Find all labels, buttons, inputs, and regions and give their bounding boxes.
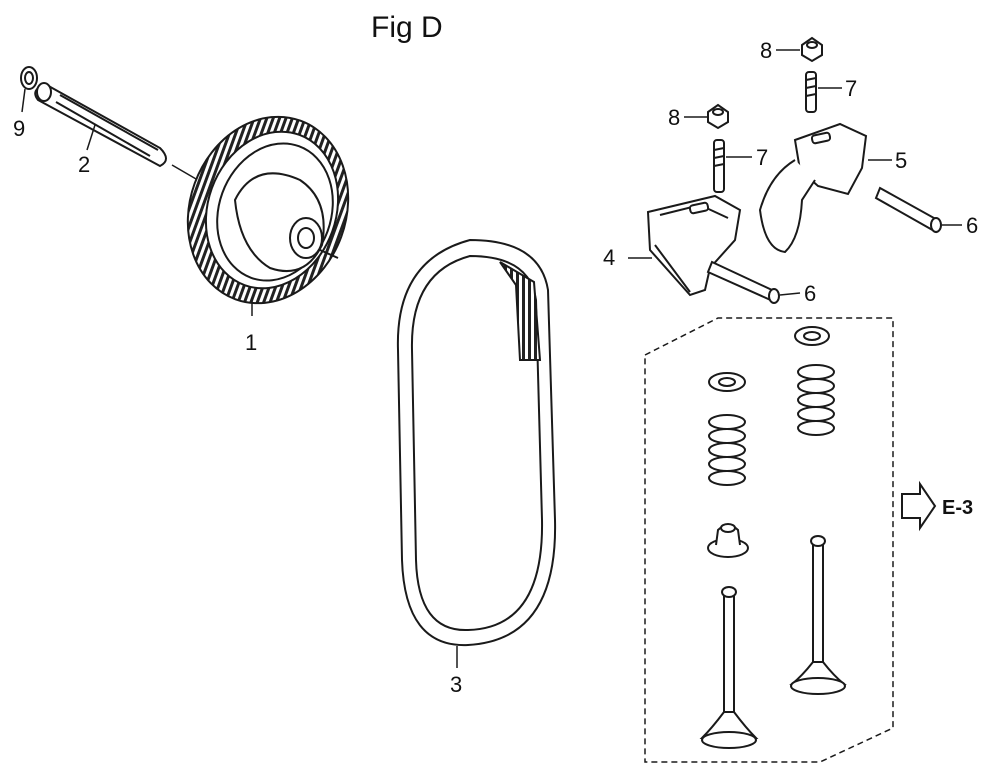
adjust-screw-upper-part [805,71,817,113]
intake-valve-part [789,535,847,695]
rocker-pin-lower-part [706,260,780,304]
reference-arrow-icon [901,480,937,532]
callout-1: 1 [245,330,257,355]
callout-9: 9 [13,116,25,141]
callout-2: 2 [78,152,90,177]
valve-spring-right [797,364,835,436]
adjust-screw-lower-part [713,139,725,193]
timing-belt-part [396,238,557,647]
callout-8-upper: 8 [760,38,772,63]
lock-nut-upper-part [801,36,823,63]
callout-6-upper: 6 [966,213,978,238]
rocker-pin-upper-part [874,186,942,234]
exhaust-valve-part [699,586,759,749]
washer-part [20,66,38,90]
valve-stem-seal [707,523,749,558]
lock-nut-lower-part [707,103,729,130]
valve-spring-retainer-left [708,372,746,392]
rocker-arm-5-part [758,122,868,254]
cam-pulley-part [186,115,350,305]
callout-7-upper: 7 [845,76,857,101]
callout-7-lower: 7 [756,145,768,170]
figure-title: Fig D [371,11,443,44]
camshaft-pin-part [34,82,167,168]
valve-assembly-boundary [644,317,894,763]
callout-3: 3 [450,672,462,697]
callout-8-lower: 8 [668,105,680,130]
valve-spring-retainer-right [794,326,830,346]
callout-6-lower: 6 [804,281,816,306]
reference-label: E-3 [942,497,973,519]
valve-spring-left [708,414,746,486]
callout-4: 4 [603,245,615,270]
callout-5: 5 [895,148,907,173]
